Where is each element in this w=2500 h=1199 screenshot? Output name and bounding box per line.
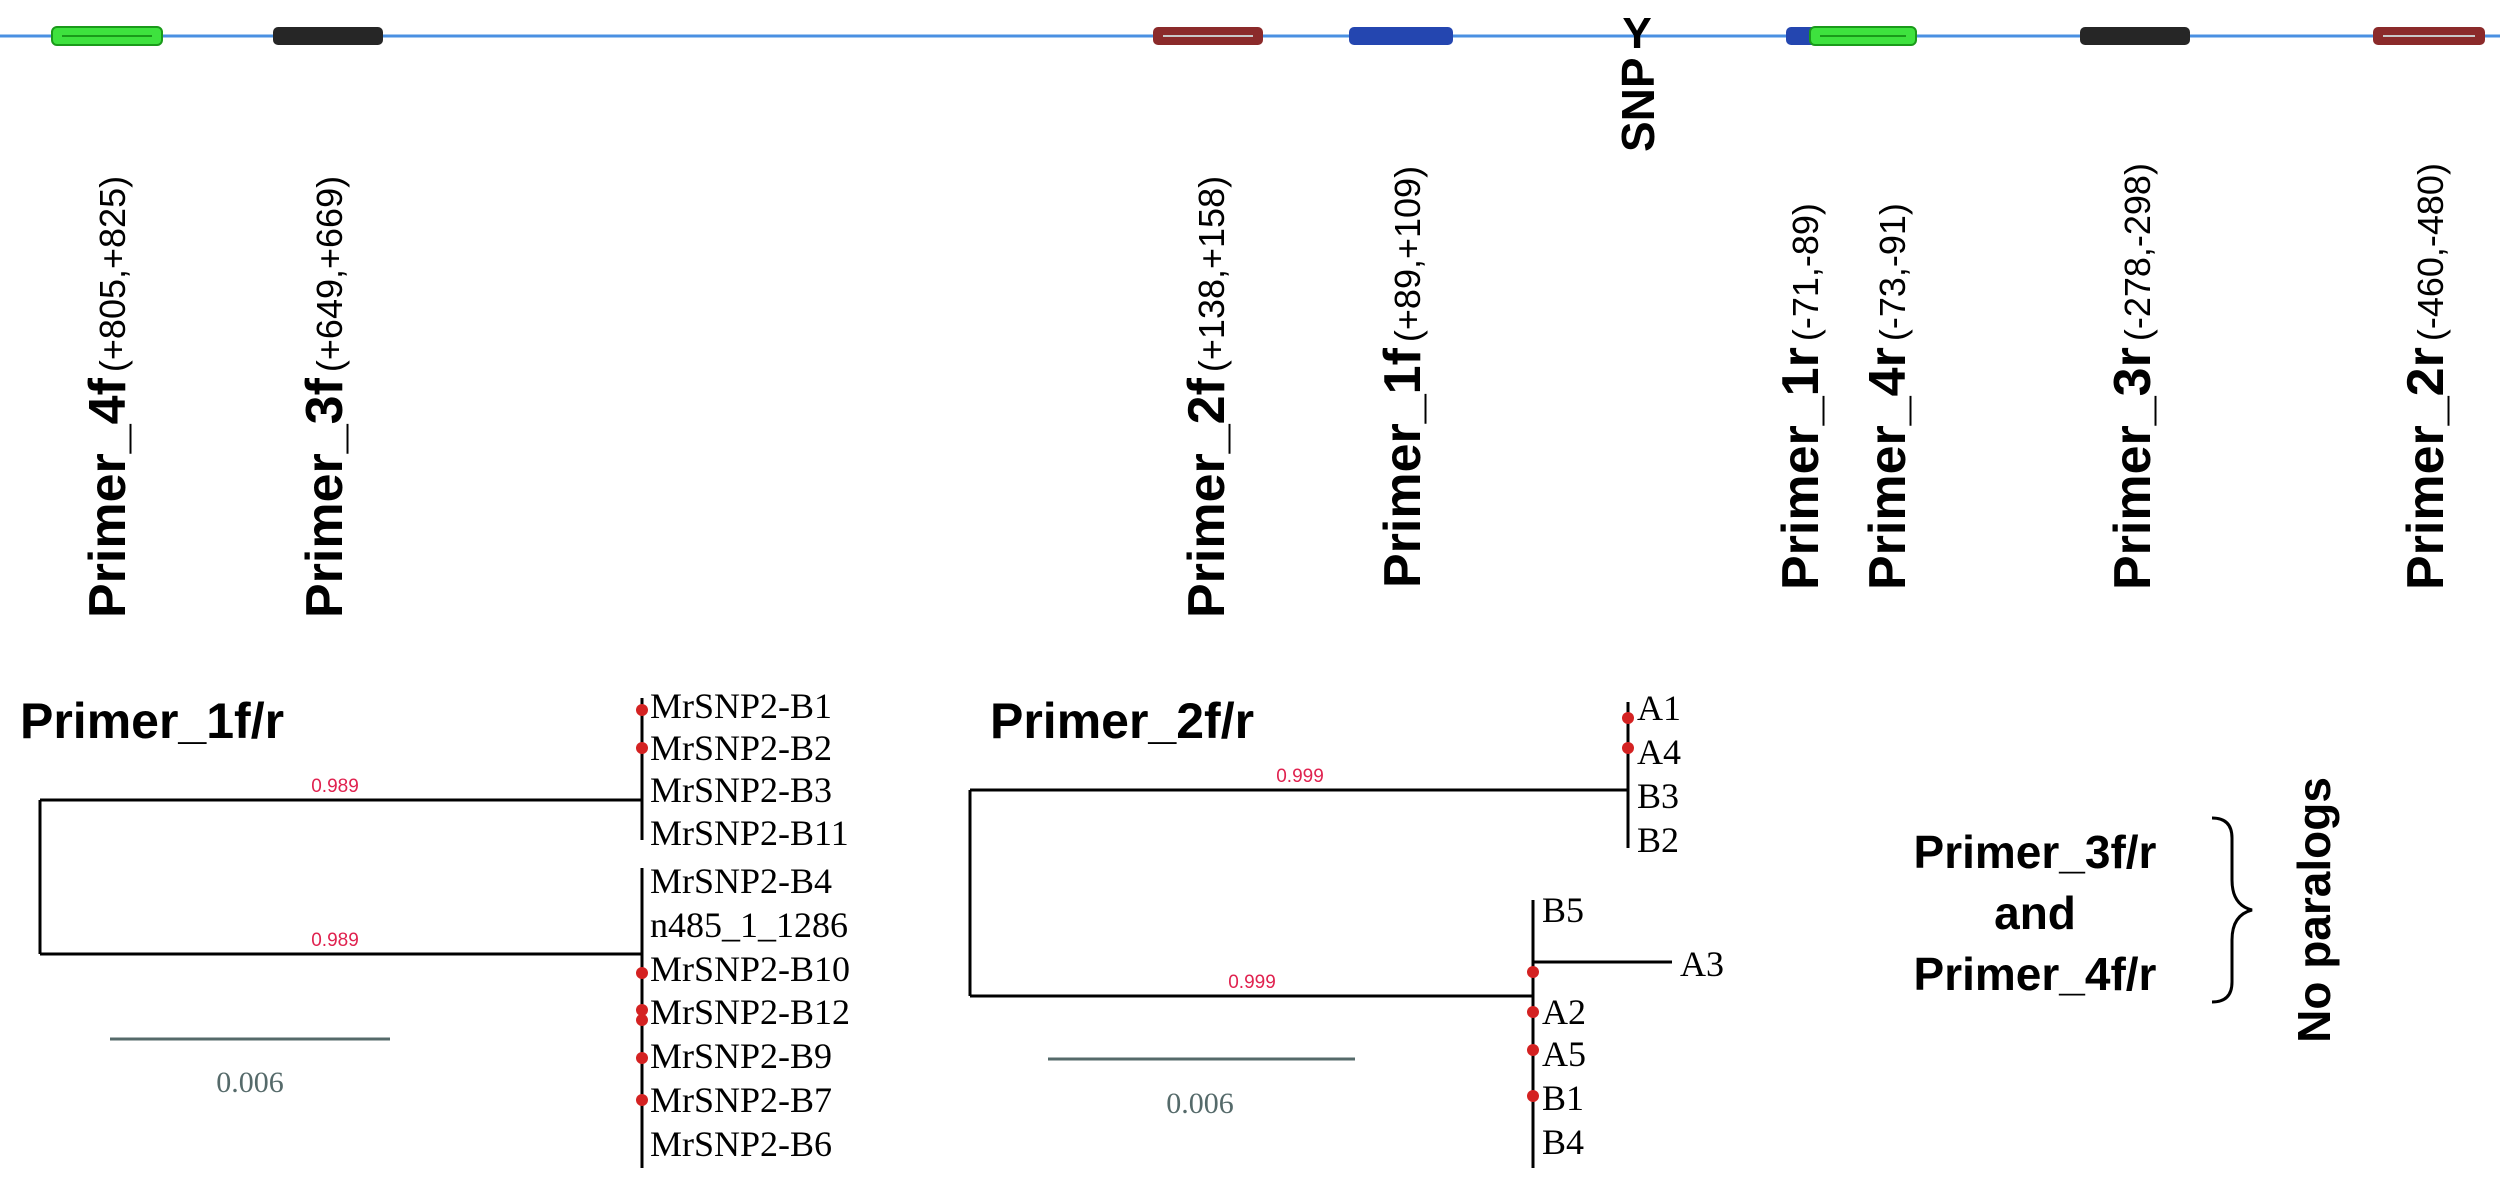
primer-name-4f: Primer_4f <box>79 377 137 618</box>
tree1-node-b10 <box>636 967 648 979</box>
primer-name-1r: Primer_1r <box>1772 347 1830 590</box>
tree1-support-upper: 0.989 <box>311 776 359 797</box>
primer-range-3f: (+649,+669) <box>309 176 350 372</box>
tree1-node-b12 <box>636 1004 648 1016</box>
primer-name-4r: Primer_4r <box>1859 347 1917 590</box>
note-line-3: Primer_4f/r <box>1914 948 2157 1000</box>
tree2-node-a4 <box>1622 742 1634 754</box>
tree1-leaf: MrSNP2-B6 <box>650 1124 832 1164</box>
tree1-node-b12b <box>636 1014 648 1026</box>
tree2-node-b1 <box>1527 1090 1539 1102</box>
tree2-support-lower: 0.999 <box>1228 972 1276 993</box>
primer-1f-bar <box>1349 27 1453 45</box>
tree1-leaf: MrSNP2-B3 <box>650 770 832 810</box>
tree2-node-a5 <box>1527 1044 1539 1056</box>
tree2-node-a3 <box>1527 966 1539 978</box>
primer-range-2r: (-460,-480) <box>2410 163 2451 341</box>
primer-label-4f: Primer_4f (+805,+825) <box>79 176 137 618</box>
tree2-leaf: B4 <box>1542 1122 1584 1162</box>
tree1-leaf: MrSNP2-B9 <box>650 1036 832 1076</box>
tree2-node-a1 <box>1622 712 1634 724</box>
tree2-title: Primer_2f/r <box>990 693 1254 749</box>
tree1-leaf: MrSNP2-B10 <box>650 949 850 989</box>
note-line-1: Primer_3f/r <box>1914 826 2157 878</box>
tree1-leaf: n485_1_1286 <box>650 905 848 945</box>
tree1-leaf: MrSNP2-B11 <box>650 813 849 853</box>
primer-name-1f: Primer_1f <box>1374 347 1432 588</box>
tree1-leaf: MrSNP2-B2 <box>650 728 832 768</box>
tree2-leaf: B3 <box>1637 776 1679 816</box>
primer-name-2r: Primer_2r <box>2397 347 2455 590</box>
primer-range-1r: (-71,-89) <box>1785 203 1826 341</box>
snp-mark: Y <box>1622 9 1651 58</box>
tree2-nodes <box>1527 712 1634 1102</box>
tree2-leaf: B5 <box>1542 890 1584 930</box>
note-line-2: and <box>1994 887 2076 939</box>
tree1-node-b7 <box>636 1094 648 1106</box>
primer-label-1f: Primer_1f (+89,+109) <box>1374 166 1432 588</box>
tree1-node-b2 <box>636 742 648 754</box>
snp-label: SNP <box>1612 57 1664 152</box>
tree2-leaf: B2 <box>1637 820 1679 860</box>
primer-range-1f: (+89,+109) <box>1387 166 1428 342</box>
primer-name-3r: Primer_3r <box>2104 347 2162 590</box>
tree1-support-lower: 0.989 <box>311 930 359 951</box>
tree1-leaf: MrSNP2-B4 <box>650 861 832 901</box>
tree1-leaf: MrSNP2-B7 <box>650 1080 832 1120</box>
tree1-leaf: MrSNP2-B1 <box>650 686 832 726</box>
primer-label-2r: Primer_2r (-460,-480) <box>2397 163 2455 590</box>
note-side-label: No paralogs <box>2288 777 2340 1043</box>
primer-range-3r: (-278,-298) <box>2117 163 2158 341</box>
tree1-nodes <box>636 704 648 1106</box>
tree2-support-upper: 0.999 <box>1276 766 1324 787</box>
primer-range-4r: (-73,-91) <box>1872 203 1913 341</box>
tree1-leaf: MrSNP2-B12 <box>650 992 850 1032</box>
tree2-node-a2 <box>1527 1006 1539 1018</box>
tree2-leaf: A4 <box>1637 732 1681 772</box>
tree2-leaf: A3 <box>1680 944 1724 984</box>
primer-name-3f: Primer_3f <box>296 377 354 618</box>
primer-label-3r: Primer_3r (-278,-298) <box>2104 163 2162 590</box>
primer-label-3f: Primer_3f (+649,+669) <box>296 176 354 618</box>
tree2-leaf: B1 <box>1542 1078 1584 1118</box>
primer-range-2f: (+138,+158) <box>1191 176 1232 372</box>
primer-range-4f: (+805,+825) <box>92 176 133 372</box>
tree1-scale-label: 0.006 <box>216 1066 284 1099</box>
tree2-branches <box>968 702 1672 1168</box>
primer-label-4r: Primer_4r (-73,-91) <box>1859 203 1917 590</box>
primer-label-2f: Primer_2f (+138,+158) <box>1178 176 1236 618</box>
tree1-title: Primer_1f/r <box>20 693 284 749</box>
tree1-node-b9 <box>636 1052 648 1064</box>
tree2-leaf: A5 <box>1542 1034 1586 1074</box>
tree2-leaf: A2 <box>1542 992 1586 1032</box>
primer-label-1r: Primer_1r (-71,-89) <box>1772 203 1830 590</box>
tree2-scale-label: 0.006 <box>1166 1087 1234 1120</box>
primer-3r-bar <box>2080 27 2190 45</box>
note-brace <box>2211 816 2253 1004</box>
primer-3f-bar <box>273 27 383 45</box>
primer-name-2f: Primer_2f <box>1178 377 1236 618</box>
tree2-leaf: A1 <box>1637 688 1681 728</box>
tree1-node-b1 <box>636 704 648 716</box>
